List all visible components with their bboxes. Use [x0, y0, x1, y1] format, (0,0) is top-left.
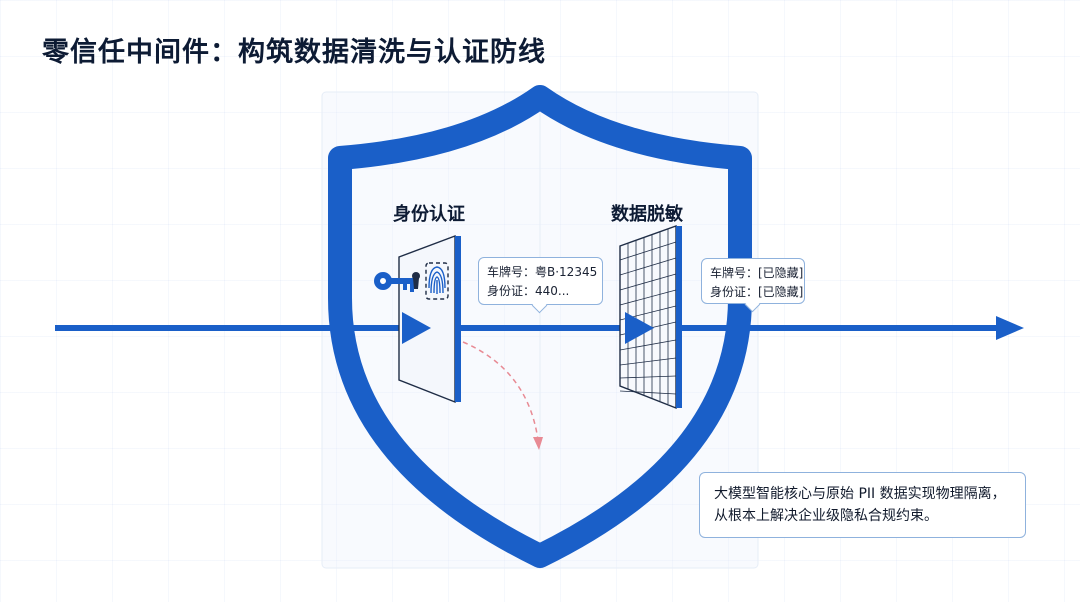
- masked-id-text: 身份证：[已隐藏]: [710, 283, 796, 302]
- raw-id-text: 身份证：440...: [487, 282, 594, 301]
- stage-label-auth: 身份认证: [393, 200, 465, 226]
- raw-data-bubble: 车牌号：粤B·12345 身份证：440...: [478, 257, 603, 305]
- raw-plate-text: 车牌号：粤B·12345: [487, 263, 594, 282]
- masked-data-bubble: 车牌号：[已隐藏] 身份证：[已隐藏]: [701, 258, 805, 304]
- flow-arrow-icon: [996, 316, 1024, 340]
- note-line-2: 从根本上解决企业级隐私合规约束。: [714, 505, 1011, 527]
- masked-plate-text: 车牌号：[已隐藏]: [710, 264, 796, 283]
- isolation-note: 大模型智能核心与原始 PII 数据实现物理隔离， 从根本上解决企业级隐私合规约束…: [699, 472, 1026, 538]
- filter-edge: [676, 226, 682, 408]
- auth-gate-edge: [455, 236, 461, 402]
- stage-label-mask: 数据脱敏: [611, 200, 683, 226]
- note-line-1: 大模型智能核心与原始 PII 数据实现物理隔离，: [714, 483, 1011, 505]
